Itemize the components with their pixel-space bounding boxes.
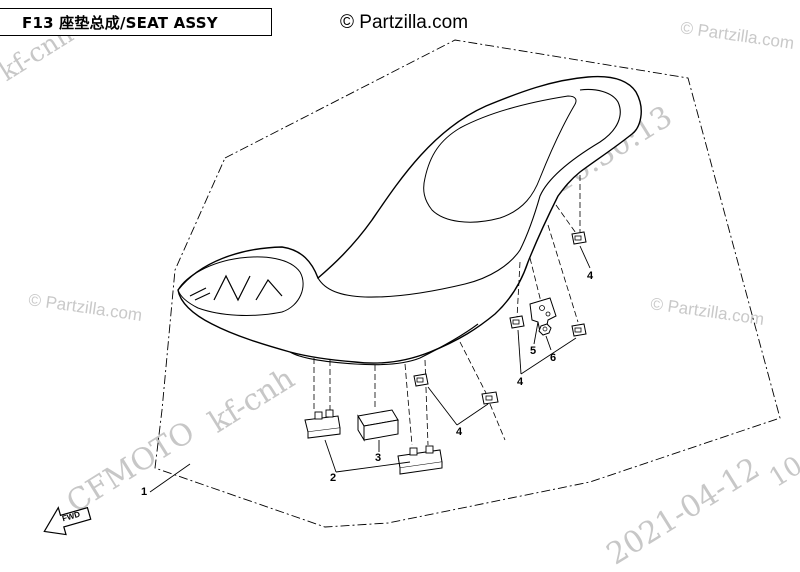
callout-4b[interactable]: 4 xyxy=(517,376,524,388)
clip-nut-1 xyxy=(413,373,429,387)
clip-nut-4 xyxy=(571,323,587,337)
callout-6[interactable]: 6 xyxy=(550,352,557,364)
copyright-notice: © Partzilla.com xyxy=(340,12,469,33)
seat-cushion-panel xyxy=(423,95,577,223)
page-title: F13 座垫总成/SEAT ASSY xyxy=(22,14,218,32)
clip-nut-3 xyxy=(509,315,525,329)
callout-4a[interactable]: 4 xyxy=(456,426,463,438)
seat-base-edge xyxy=(289,323,479,366)
rubber-pad-left xyxy=(304,409,341,439)
foam-block xyxy=(357,409,399,442)
clip-nut-5 xyxy=(571,231,587,245)
title-box xyxy=(0,8,272,36)
callout-1[interactable]: 1 xyxy=(141,486,148,498)
assembly-boundary xyxy=(154,39,781,528)
seat-outline xyxy=(177,75,642,364)
callout-4c[interactable]: 4 xyxy=(587,270,594,282)
clip-nut-2 xyxy=(481,391,499,405)
bracket xyxy=(529,297,557,333)
callout-3[interactable]: 3 xyxy=(375,452,382,464)
callout-5[interactable]: 5 xyxy=(530,345,537,357)
seat-top-edge xyxy=(317,88,621,298)
seat-tail-cover xyxy=(177,256,304,316)
tail-logo xyxy=(189,274,283,302)
callout-2[interactable]: 2 xyxy=(330,472,337,484)
fwd-arrow-icon xyxy=(43,506,92,536)
rubber-pad-right xyxy=(397,445,443,475)
nut xyxy=(538,323,552,336)
